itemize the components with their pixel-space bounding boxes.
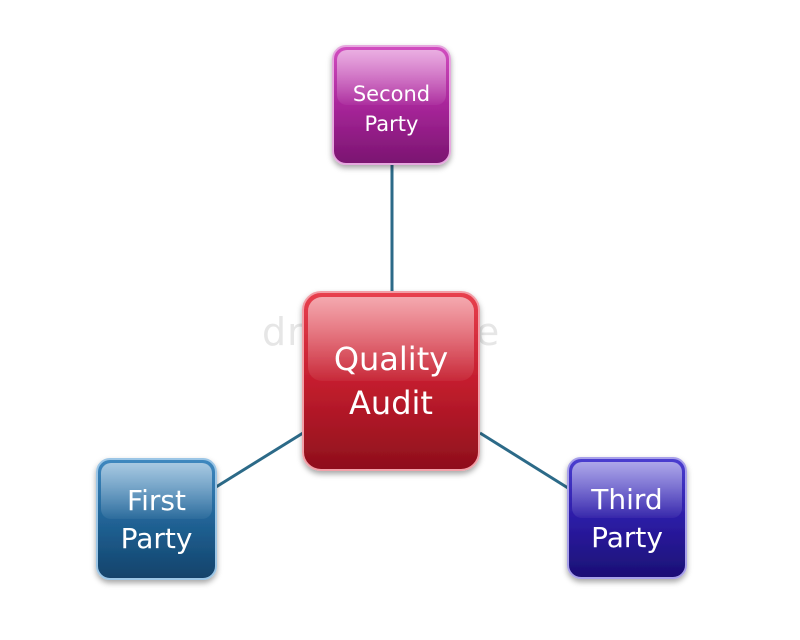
node-quality-audit: Quality Audit bbox=[302, 291, 480, 471]
connectors bbox=[215, 164, 569, 490]
node-first-party-line1: First bbox=[127, 484, 186, 517]
connector-left bbox=[215, 431, 304, 489]
connector-right bbox=[479, 431, 569, 490]
node-second-party-line2: Party bbox=[365, 112, 419, 136]
node-quality-audit-line2: Audit bbox=[349, 384, 433, 422]
node-first-party-line2: Party bbox=[121, 522, 193, 555]
node-third-party-line1: Third bbox=[590, 483, 662, 516]
node-third-party: Third Party bbox=[567, 457, 687, 579]
node-quality-audit-line1: Quality bbox=[334, 340, 448, 378]
node-first-party: First Party bbox=[96, 458, 217, 580]
node-third-party-line2: Party bbox=[591, 521, 663, 554]
node-second-party-line1: Second bbox=[353, 82, 430, 106]
node-second-party: Second Party bbox=[332, 45, 451, 165]
